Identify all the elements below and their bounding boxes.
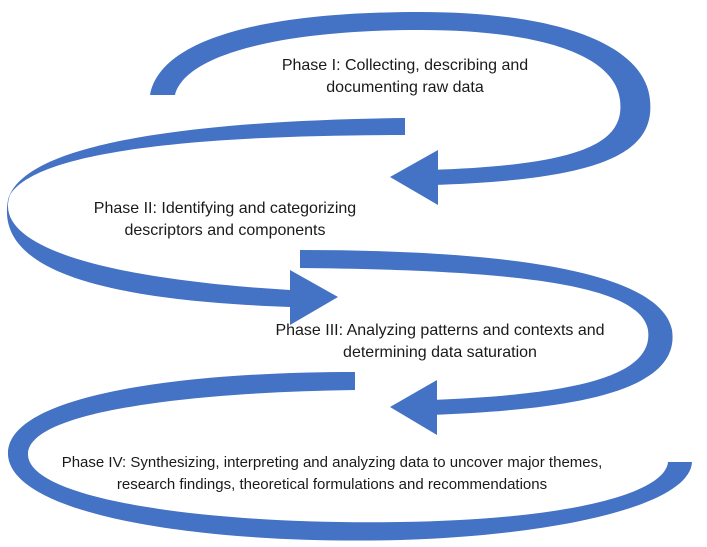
phase-3-label: Phase III: Analyzing patterns and contex… [255,320,625,364]
phase-4-line-2: research findings, theoretical formulati… [116,476,548,493]
loop-2-arrowhead [290,270,338,325]
phase-2-label: Phase II: Identifying and categorizing d… [75,198,375,242]
loop-1-arrowhead [390,150,438,205]
phase-3-line-1: Phase III: Analyzing patterns and contex… [275,322,605,339]
phase-1-label: Phase I: Collecting, describing and docu… [250,55,560,99]
loop-3-arrowhead [390,380,437,435]
phase-2-line-1: Phase II: Identifying and categorizing [93,200,357,217]
phase-4-label: Phase IV: Synthesizing, interpreting and… [12,452,652,496]
phase-4-line-1: Phase IV: Synthesizing, interpreting and… [61,454,603,471]
phase-1-line-2: documenting raw data [326,79,484,96]
phase-2-line-2: descriptors and components [124,222,326,239]
phase-1-line-1: Phase I: Collecting, describing and [281,57,529,74]
phase-3-line-2: determining data saturation [343,344,537,361]
spiral-loop-3 [300,250,673,415]
